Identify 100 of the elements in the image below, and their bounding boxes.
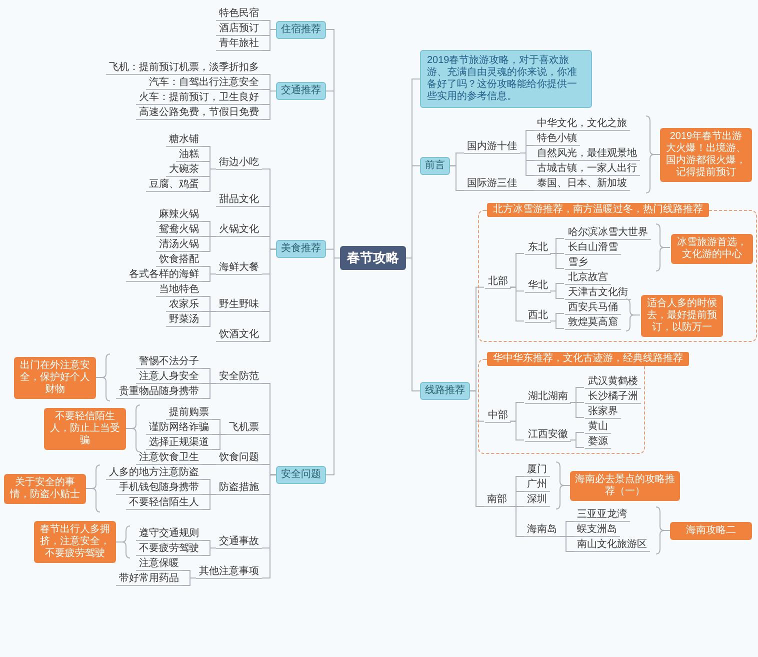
branch-label: 深圳 <box>524 494 550 507</box>
summary-callout: 不要轻信陌生人，防止上当受骗 <box>44 408 126 450</box>
branch-label: 人多的地方注意防盗 <box>106 467 202 480</box>
connector-line <box>202 274 216 282</box>
connector-line <box>510 286 524 322</box>
branch-label: 海鲜大餐 <box>216 262 262 274</box>
connector-line <box>262 29 276 51</box>
branch-label: 当地特色 <box>156 284 202 297</box>
branch-label: 谨防网络诈骗 <box>146 422 212 435</box>
connector-line <box>202 311 216 327</box>
branch-label: 注意饮食卫生 <box>136 452 202 465</box>
intro-text-box: 2019春节旅游攻略，对于喜欢旅游、充满自由灵魂的你来说，你准备好了吗？这份攻略能给你提供一些实用的参考信息。 <box>420 50 592 108</box>
branch-label: 街边小吃 <box>216 156 262 170</box>
topic-box: 住宿推荐 <box>276 20 326 38</box>
branch-label: 饮食搭配 <box>156 254 202 267</box>
connector-line <box>550 320 564 329</box>
branch-label: 野菜汤 <box>166 314 202 327</box>
branch-label: 注意保暖 <box>136 558 182 571</box>
branch-label: 自然风光，最佳观景地 <box>534 148 640 161</box>
branch-label: 北部 <box>485 276 511 289</box>
branch-label: 各式各样的海鲜 <box>126 269 202 282</box>
branch-label: 安全防范 <box>216 371 262 384</box>
branch-label: 江西安徽 <box>525 428 571 442</box>
branch-label: 国内游十佳 <box>464 140 520 154</box>
branch-label: 饮酒文化 <box>216 329 262 342</box>
summary-callout: 海南必去景点的攻略推荐（一） <box>570 470 680 500</box>
connector-line <box>202 168 216 192</box>
connector-line <box>262 248 276 342</box>
branch-label: 高速公路免费，节假日免费 <box>136 107 262 120</box>
branch-label: 古城古镇，一家人出行 <box>534 163 640 176</box>
branch-label: 火车：提前预订，卫生良好 <box>136 92 262 105</box>
branch-label: 提前购票 <box>166 407 212 420</box>
summary-callout: 2019年春节出游大火爆！出境游、国内游都很火爆，记得提前预订 <box>660 128 752 182</box>
connector-line <box>450 165 464 191</box>
topic-box: 交通推荐 <box>276 82 326 100</box>
connector-line <box>510 420 524 440</box>
branch-label: 婺源 <box>585 436 611 449</box>
branch-label: 农家乐 <box>166 299 202 312</box>
branch-label: 特色民宿 <box>216 8 262 21</box>
branch-label: 华北 <box>525 280 551 292</box>
connector-line <box>560 536 574 552</box>
branch-label: 武汉黄鹤楼 <box>585 376 641 389</box>
branch-label: 湖北湖南 <box>525 391 571 404</box>
branch-label: 中部 <box>485 410 511 423</box>
connector-line <box>262 474 276 578</box>
connector-line <box>550 290 564 299</box>
connector-line <box>550 253 564 269</box>
branch-label: 长白山滑雪 <box>565 242 621 255</box>
branch-label: 敦煌莫高窟 <box>565 317 621 330</box>
connector-line <box>520 190 534 191</box>
summary-callout: 海南攻略二 <box>670 522 752 540</box>
topic-box: 安全问题 <box>276 466 326 484</box>
connector-line <box>406 258 420 392</box>
branch-label: 广州 <box>524 479 550 492</box>
branch-label: 南部 <box>484 494 510 507</box>
branch-label: 西安兵马俑 <box>565 302 621 315</box>
central-topic-box: 春节攻略 <box>340 246 406 270</box>
branch-label: 哈尔滨冰雪大世界 <box>565 227 651 240</box>
branch-label: 南山文化旅游区 <box>574 539 650 552</box>
branch-label: 酒店预订 <box>216 23 262 36</box>
branch-label: 遵守交通规则 <box>136 528 202 541</box>
branch-label: 厦门 <box>524 464 550 477</box>
branch-label: 手机钱包随身携带 <box>116 482 202 495</box>
branch-label: 特色小镇 <box>534 133 580 146</box>
branch-label: 东北 <box>525 242 551 255</box>
connector-line <box>326 258 340 476</box>
branch-label: 雪乡 <box>565 257 591 270</box>
branch-label: 国际游三佳 <box>464 178 520 191</box>
branch-label: 西北 <box>525 310 551 322</box>
branch-label: 带好常用药品 <box>116 573 182 586</box>
branch-label: 火锅文化 <box>216 224 262 237</box>
connector-line <box>510 506 524 537</box>
branch-label: 油糕 <box>176 149 202 162</box>
branch-label: 张家界 <box>585 406 621 419</box>
topic-box: 线路推荐 <box>420 382 470 400</box>
branch-label: 甜品文化 <box>216 194 262 207</box>
branch-label: 麻辣火锅 <box>156 209 202 222</box>
branch-label: 清汤火锅 <box>156 239 202 252</box>
branch-label: 交通事故 <box>216 536 262 548</box>
branch-label: 不要疲劳驾驶 <box>136 543 202 556</box>
branch-label: 飞机：提前预订机票，淡季折扣多 <box>106 62 262 75</box>
topic-box: 前言 <box>420 156 450 175</box>
branch-label: 北京故宫 <box>565 272 611 285</box>
connector-line <box>202 494 216 510</box>
branch-label: 选择正规渠道 <box>146 437 212 450</box>
connector-line <box>182 578 196 586</box>
branch-label: 中华文化，文化之旅 <box>534 118 630 131</box>
branch-label: 贵重物品随身携带 <box>116 386 202 399</box>
branch-label: 三亚亚龙湾 <box>574 509 630 522</box>
connector-line <box>470 390 484 507</box>
branch-label: 海南岛 <box>524 524 560 537</box>
branch-label: 糖水铺 <box>166 134 202 147</box>
branch-label: 天津古文化街 <box>565 287 631 300</box>
connector-line <box>262 90 276 120</box>
connector-line <box>202 464 216 465</box>
branch-label: 蜈支洲岛 <box>574 524 620 537</box>
branch-label: 大碗茶 <box>166 164 202 177</box>
group-header: 华中华东推荐，文化古迹游，经典线路推荐 <box>487 352 689 366</box>
branch-label: 注意人身安全 <box>136 371 202 384</box>
branch-label: 不要轻信陌生人 <box>126 497 202 510</box>
